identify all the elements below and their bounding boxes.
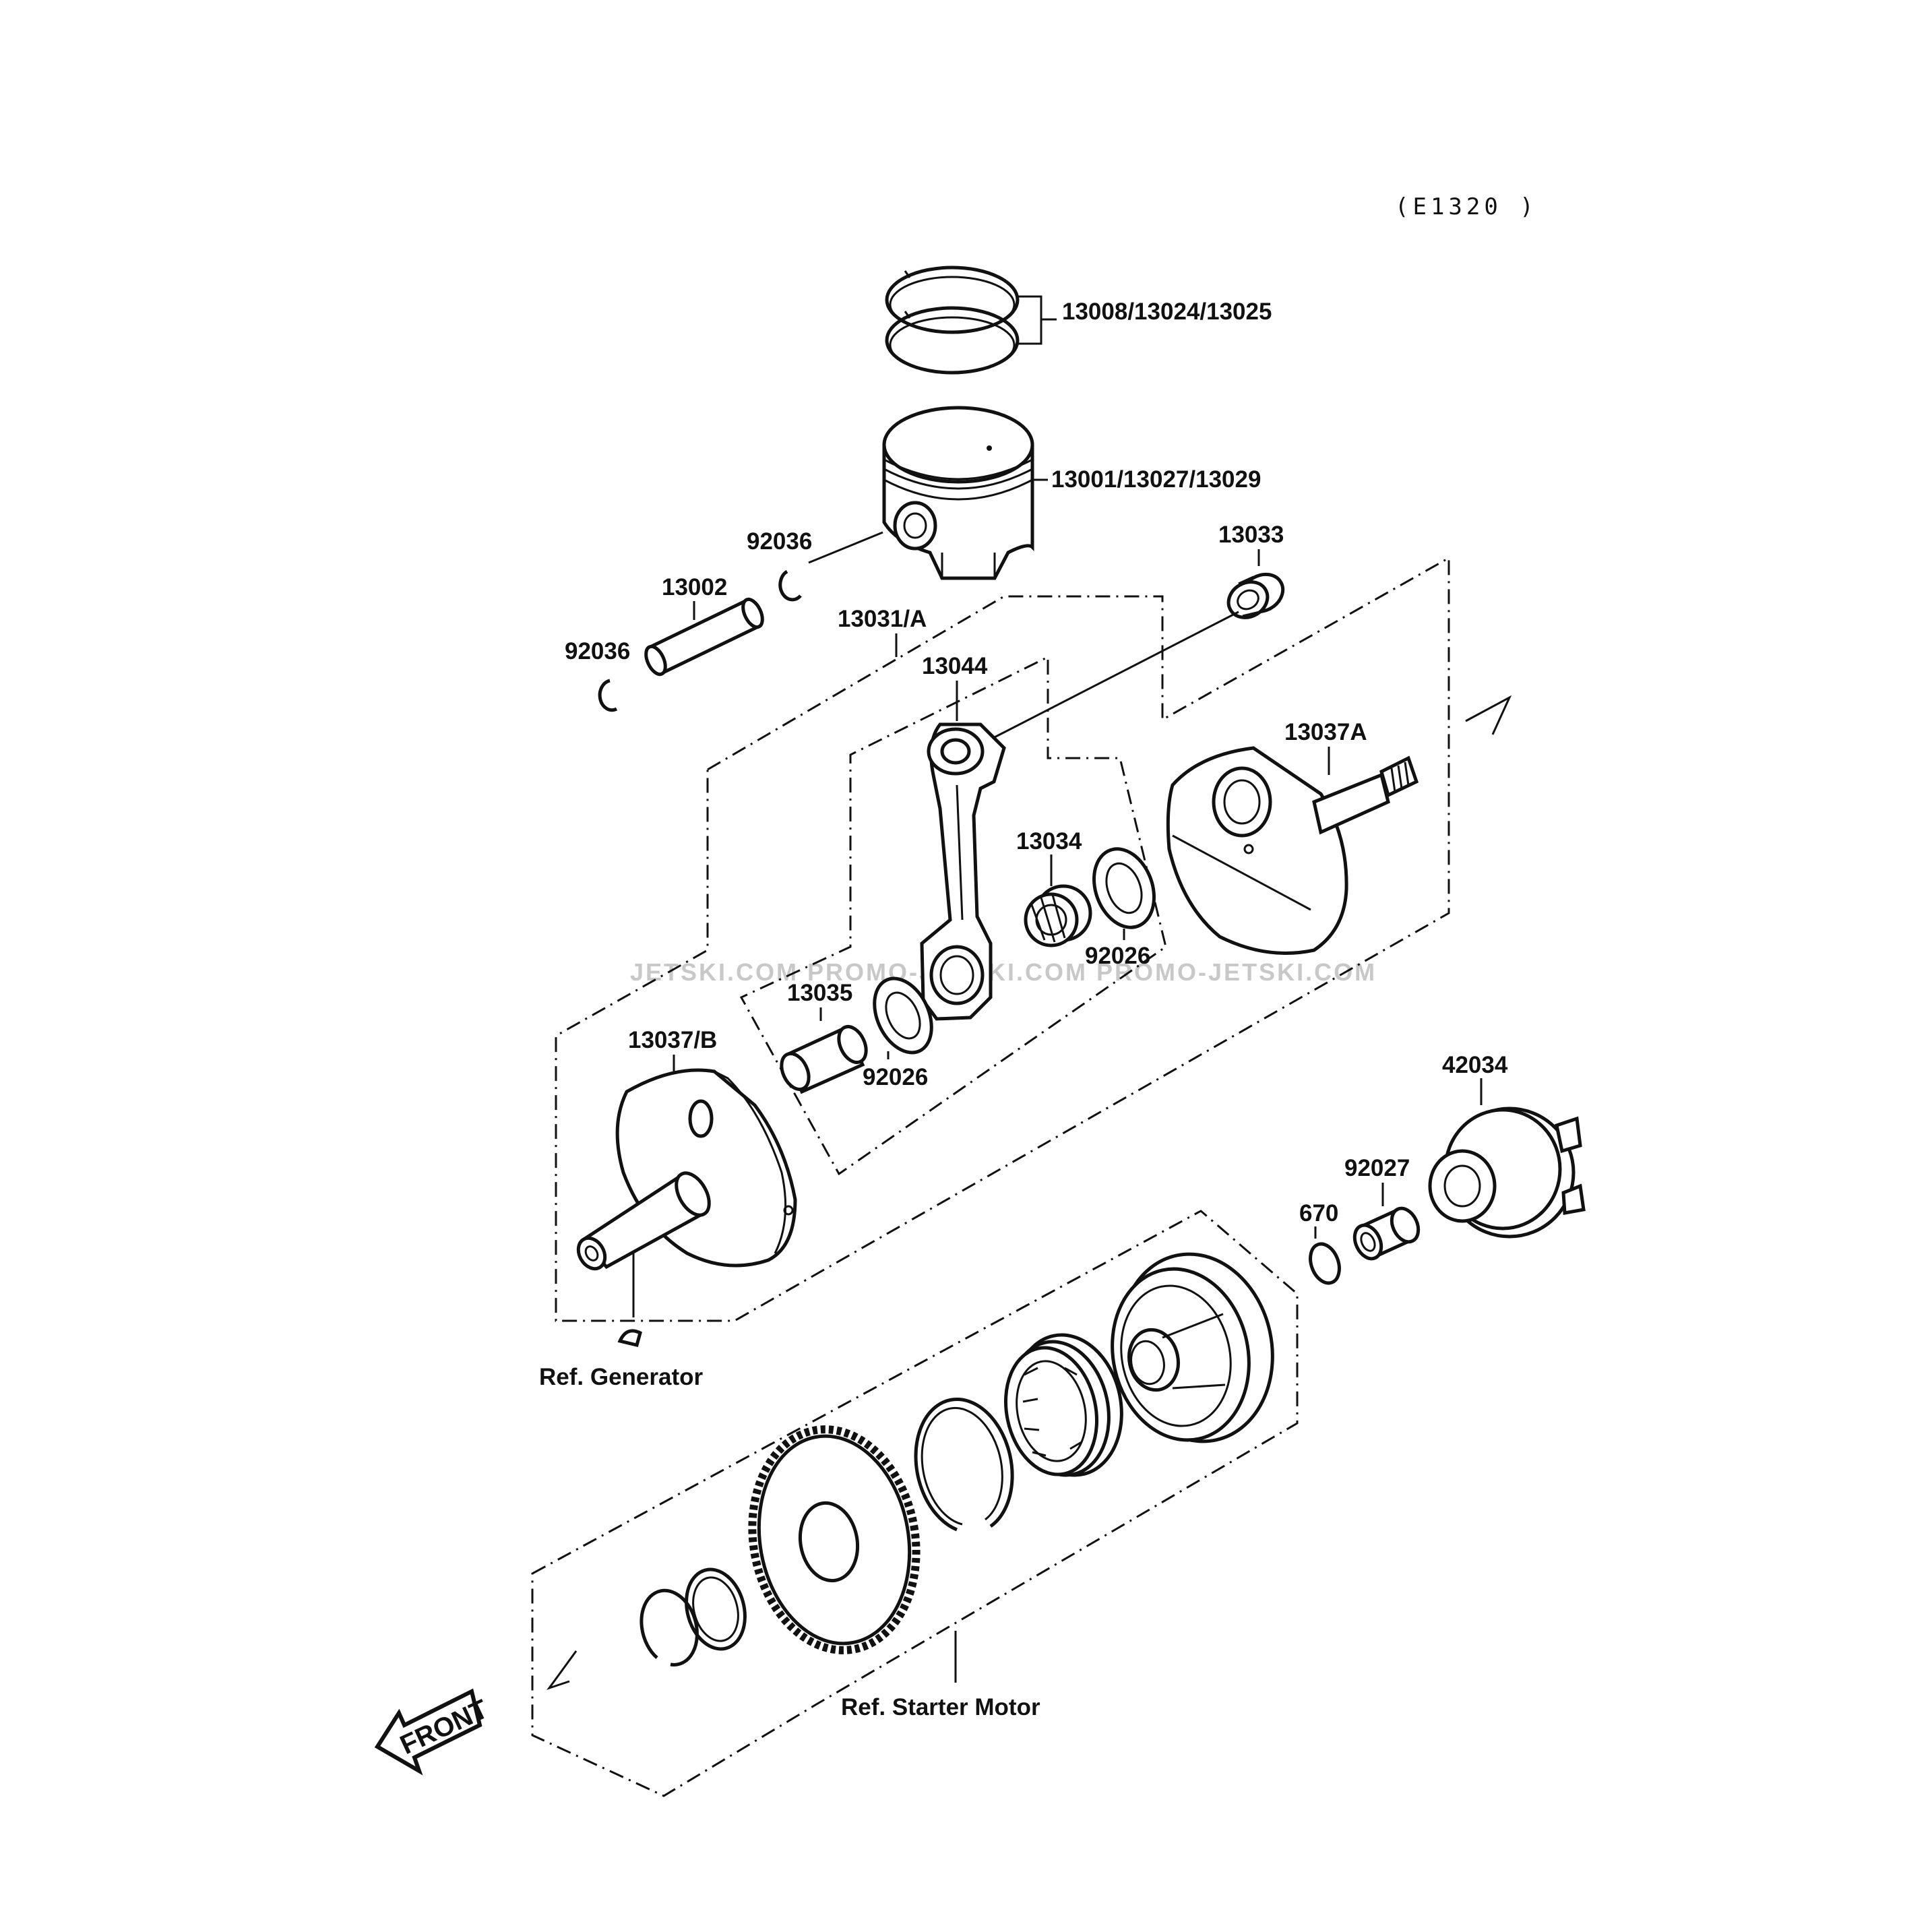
crank-right-half <box>1166 746 1419 955</box>
label-connecting-rod: 13044 <box>922 653 988 679</box>
snap-ring <box>1309 1242 1341 1285</box>
label-washer-b: 92026 <box>863 1064 928 1090</box>
label-small-end-bearing: 13033 <box>1218 522 1284 548</box>
retaining-ring <box>914 1398 1014 1532</box>
label-rings: 13008/13024/13025 <box>1062 299 1272 325</box>
label-crank-pin: 13035 <box>787 980 852 1006</box>
crank-pin <box>780 1025 868 1094</box>
label-circlip-a: 92036 <box>747 528 812 555</box>
starter-clutch <box>1003 1333 1123 1477</box>
small-end-bearing <box>1226 572 1285 619</box>
label-washer-a: 92026 <box>1085 943 1150 969</box>
label-ref-generator: Ref. Generator <box>539 1364 703 1390</box>
label-collar: 92027 <box>1344 1155 1410 1181</box>
piston <box>882 406 1034 580</box>
gear-washer <box>685 1567 747 1651</box>
thrust-washer-a <box>1092 847 1156 929</box>
watermark: JETSKI.COM PROMO-JETSKI.COM PROMO-JETSKI… <box>630 958 1377 986</box>
piston-rings <box>885 266 1020 375</box>
diagram-code: (E1320 ) <box>1395 193 1538 220</box>
starter-gear <box>748 1425 921 1654</box>
big-end-bearing <box>1024 884 1092 947</box>
label-crank-left: 13037/B <box>628 1027 717 1053</box>
circlip-a <box>778 569 802 602</box>
label-piston: 13001/13027/13029 <box>1051 466 1261 493</box>
connecting-rod <box>920 722 1006 1021</box>
label-piston-pin: 13002 <box>662 574 727 600</box>
starter-drum <box>1111 1252 1274 1443</box>
label-crankshaft-assy: 13031/A <box>838 606 927 632</box>
label-ref-starter: Ref. Starter Motor <box>841 1694 1040 1720</box>
label-snap-ring: 670 <box>1299 1200 1338 1226</box>
crank-left-half <box>576 1068 797 1271</box>
piston-pin <box>644 597 764 677</box>
thrust-washer-b <box>873 976 933 1055</box>
label-circlip-b: 92036 <box>565 638 630 664</box>
woodruff-key <box>617 1329 642 1347</box>
front-arrow: FRONT <box>374 1688 493 1776</box>
gear-circlip <box>640 1588 699 1666</box>
collar <box>1352 1206 1421 1261</box>
coupling <box>1428 1107 1586 1239</box>
label-crank-right: 13037A <box>1284 719 1367 745</box>
label-big-end-bearing: 13034 <box>1016 828 1082 854</box>
circlip-b <box>598 679 618 712</box>
label-coupling: 42034 <box>1442 1052 1508 1078</box>
